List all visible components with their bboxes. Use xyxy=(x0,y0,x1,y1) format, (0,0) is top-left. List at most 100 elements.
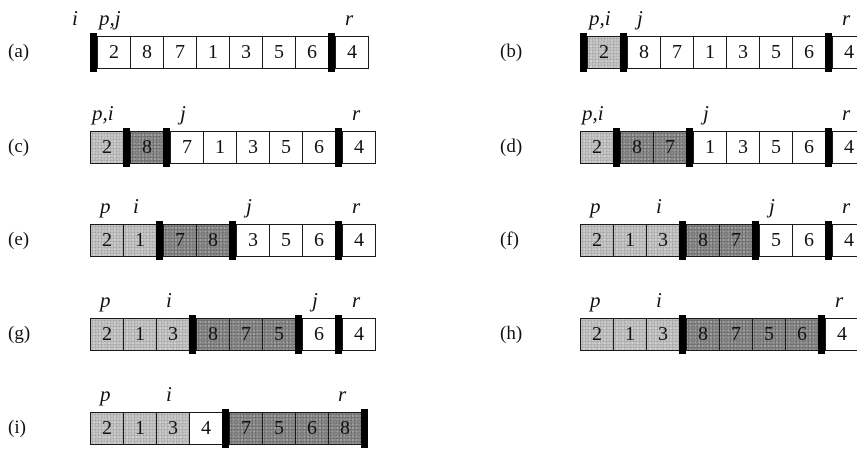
array-cell: 2 xyxy=(97,36,131,69)
array-cell: 5 xyxy=(269,224,303,257)
array-cell: 2 xyxy=(580,318,614,351)
array-cell: 1 xyxy=(123,224,157,257)
array-cell: 8 xyxy=(328,412,362,445)
step-label: (d) xyxy=(500,136,523,157)
array-cell: 3 xyxy=(726,36,760,69)
array-cell: 3 xyxy=(236,224,270,257)
array-cell: 5 xyxy=(752,318,786,351)
partition-boundary-bar xyxy=(163,128,170,167)
partition-boundary-bar xyxy=(679,221,686,260)
array-cell: 4 xyxy=(832,36,857,69)
array-cell: 7 xyxy=(229,318,263,351)
pointer-label: p xyxy=(590,194,601,218)
pointer-label: j xyxy=(312,288,318,312)
partition-boundary-bar xyxy=(620,33,627,72)
array-cell: 1 xyxy=(613,224,647,257)
array-cell: 3 xyxy=(726,131,760,164)
partition-boundary-bar xyxy=(825,33,832,72)
partition-boundary-bar xyxy=(752,221,759,260)
array-cell: 8 xyxy=(686,318,720,351)
partition-boundary-bar xyxy=(825,128,832,167)
pointer-label: i xyxy=(166,288,172,312)
step-label: (e) xyxy=(8,229,30,250)
partition-boundary-bar xyxy=(189,315,196,354)
array-cell: 7 xyxy=(170,131,204,164)
pointer-label: r xyxy=(835,288,844,312)
partition-boundary-bar xyxy=(123,128,130,167)
pointer-label: r xyxy=(842,194,851,218)
array-cell: 6 xyxy=(792,224,826,257)
pointer-label: j xyxy=(246,194,252,218)
pointer-label: p,i xyxy=(92,101,114,125)
array-cell: 5 xyxy=(269,131,303,164)
array-cell: 4 xyxy=(342,318,376,351)
array-cell: 6 xyxy=(302,318,336,351)
partition-boundary-bar xyxy=(580,33,587,72)
array-cell: 6 xyxy=(302,131,336,164)
partition-boundary-bar xyxy=(818,315,825,354)
pointer-label: j xyxy=(637,6,643,30)
array-cell: 2 xyxy=(90,412,124,445)
pointer-label: p,i xyxy=(582,101,604,125)
array-cell: 5 xyxy=(262,36,296,69)
array-cell: 4 xyxy=(342,131,376,164)
array-cell: 4 xyxy=(825,318,857,351)
array-cell: 6 xyxy=(295,36,329,69)
array-cell: 8 xyxy=(196,318,230,351)
partition-boundary-bar xyxy=(90,33,97,72)
array-cell: 8 xyxy=(130,131,164,164)
partition-boundary-bar xyxy=(229,221,236,260)
array-cell: 2 xyxy=(587,36,621,69)
partition-boundary-bar xyxy=(613,128,620,167)
step-label: (h) xyxy=(500,323,523,344)
step-label: (c) xyxy=(8,136,30,157)
array-cell: 6 xyxy=(792,36,826,69)
partition-boundary-bar xyxy=(825,221,832,260)
pointer-label: i xyxy=(656,194,662,218)
array-cell: 3 xyxy=(156,318,190,351)
array-cell: 4 xyxy=(342,224,376,257)
array-cell: 7 xyxy=(719,318,753,351)
array-cell: 1 xyxy=(693,36,727,69)
array-cell: 8 xyxy=(627,36,661,69)
array-cell: 6 xyxy=(792,131,826,164)
partition-boundary-bar xyxy=(686,128,693,167)
array-cell: 3 xyxy=(156,412,190,445)
array-cell: 7 xyxy=(719,224,753,257)
array-cell: 2 xyxy=(90,224,124,257)
array-cell: 5 xyxy=(262,318,296,351)
array-cell: 8 xyxy=(620,131,654,164)
array-cell: 1 xyxy=(123,412,157,445)
step-label: (i) xyxy=(8,417,26,438)
pointer-label: r xyxy=(352,101,361,125)
array-cell: 1 xyxy=(613,318,647,351)
array-cell: 5 xyxy=(759,131,793,164)
array-cell: 7 xyxy=(229,412,263,445)
array-cell: 1 xyxy=(693,131,727,164)
pointer-label: p xyxy=(100,194,111,218)
array-cell: 8 xyxy=(686,224,720,257)
array-cell: 3 xyxy=(236,131,270,164)
array-cell: 6 xyxy=(295,412,329,445)
array-cell: 1 xyxy=(196,36,230,69)
pointer-label: j xyxy=(180,101,186,125)
array-cell: 2 xyxy=(90,131,124,164)
array-cell: 8 xyxy=(130,36,164,69)
pointer-label: p,i xyxy=(589,6,611,30)
step-label: (b) xyxy=(500,41,523,62)
array-cell: 5 xyxy=(262,412,296,445)
partition-boundary-bar xyxy=(222,409,229,448)
step-label: (a) xyxy=(8,41,30,62)
pointer-label: r xyxy=(345,6,354,30)
partition-boundary-bar xyxy=(328,33,335,72)
array-cell: 4 xyxy=(335,36,369,69)
pointer-label: r xyxy=(842,6,851,30)
array-cell: 7 xyxy=(653,131,687,164)
array-cell: 7 xyxy=(163,224,197,257)
step-label: (g) xyxy=(8,323,31,344)
partition-boundary-bar xyxy=(679,315,686,354)
partition-boundary-bar xyxy=(295,315,302,354)
array-cell: 3 xyxy=(646,318,680,351)
partition-boundary-bar xyxy=(361,409,368,448)
